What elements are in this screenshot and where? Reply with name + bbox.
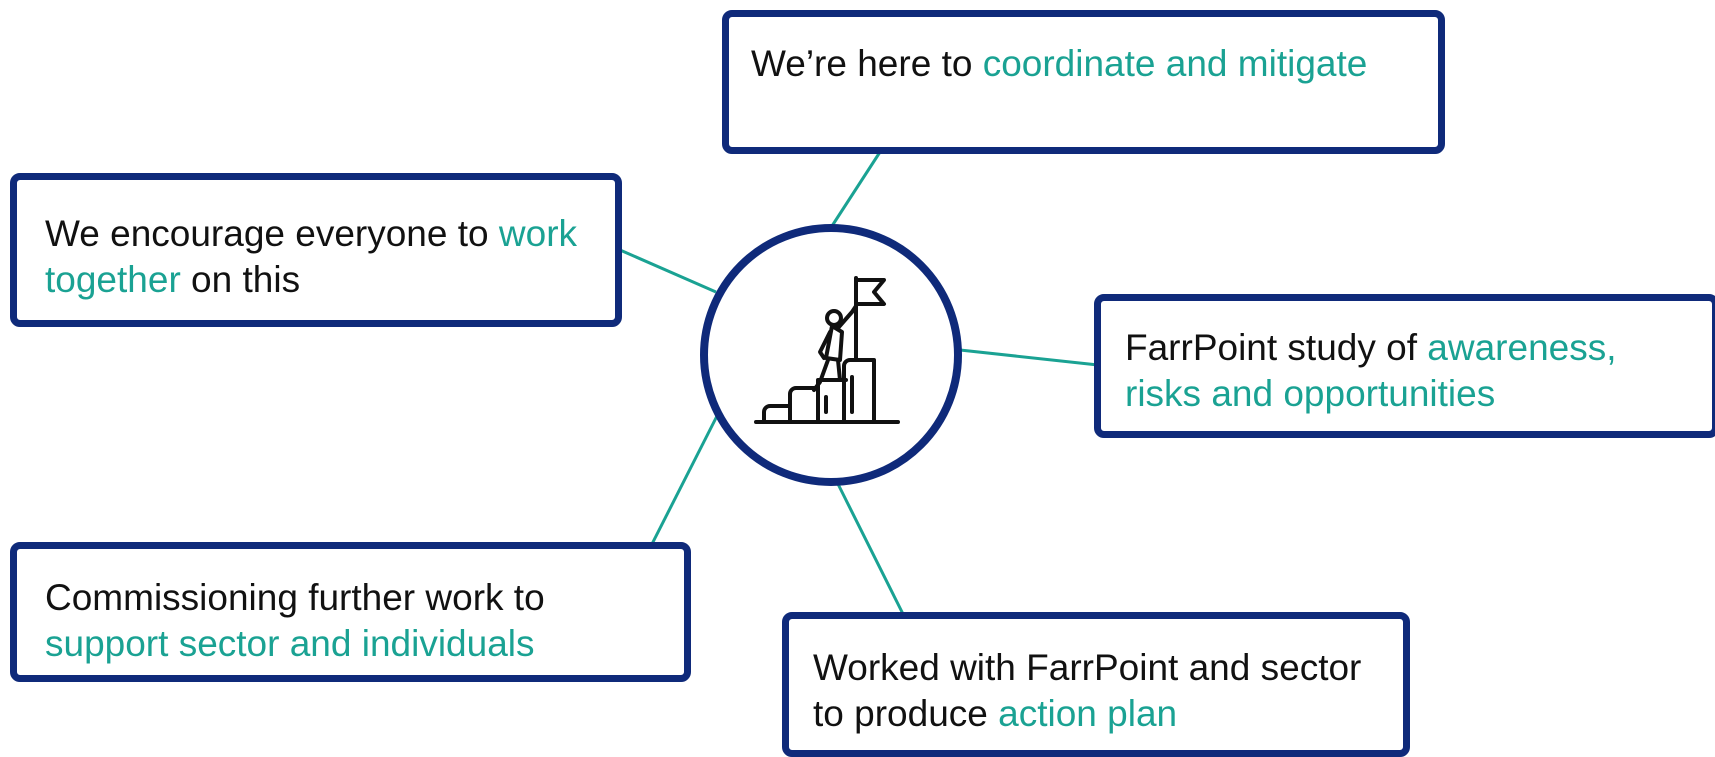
node-text: FarrPoint study of [1125,327,1428,368]
connector-line-work-together [619,248,717,294]
person-climbing-steps-with-flag-icon [754,276,900,424]
node-box-action-plan: Worked with FarrPoint and sector to prod… [782,612,1410,757]
node-text: We’re here to [751,43,983,84]
connector-line-commissioning [650,413,720,545]
node-highlight-text: work together [45,213,578,300]
node-box-work-together: We encourage everyone to work together o… [10,173,622,327]
node-text: We encourage everyone to [45,213,499,254]
center-circle [700,224,962,486]
node-box-coordinate: We’re here to coordinate and mitigate [722,10,1445,154]
node-highlight-text: support sector and individuals [45,623,535,664]
node-highlight-text: action plan [998,693,1178,734]
connector-line-farrpoint-study [959,348,1099,367]
node-box-commissioning: Commissioning further work to support se… [10,542,691,682]
node-text-after: on this [180,259,301,300]
connector-line-action-plan [832,475,905,615]
node-text: Commissioning further work to [45,577,545,618]
connector-line-coordinate [830,151,882,227]
node-highlight-text: coordinate and mitigate [982,43,1368,84]
node-box-farrpoint-study: FarrPoint study of awareness, risks and … [1094,294,1715,438]
node-text: Worked with FarrPoint and sector to prod… [813,647,1362,734]
node-highlight-text: awareness, risks and opportunities [1125,327,1617,414]
